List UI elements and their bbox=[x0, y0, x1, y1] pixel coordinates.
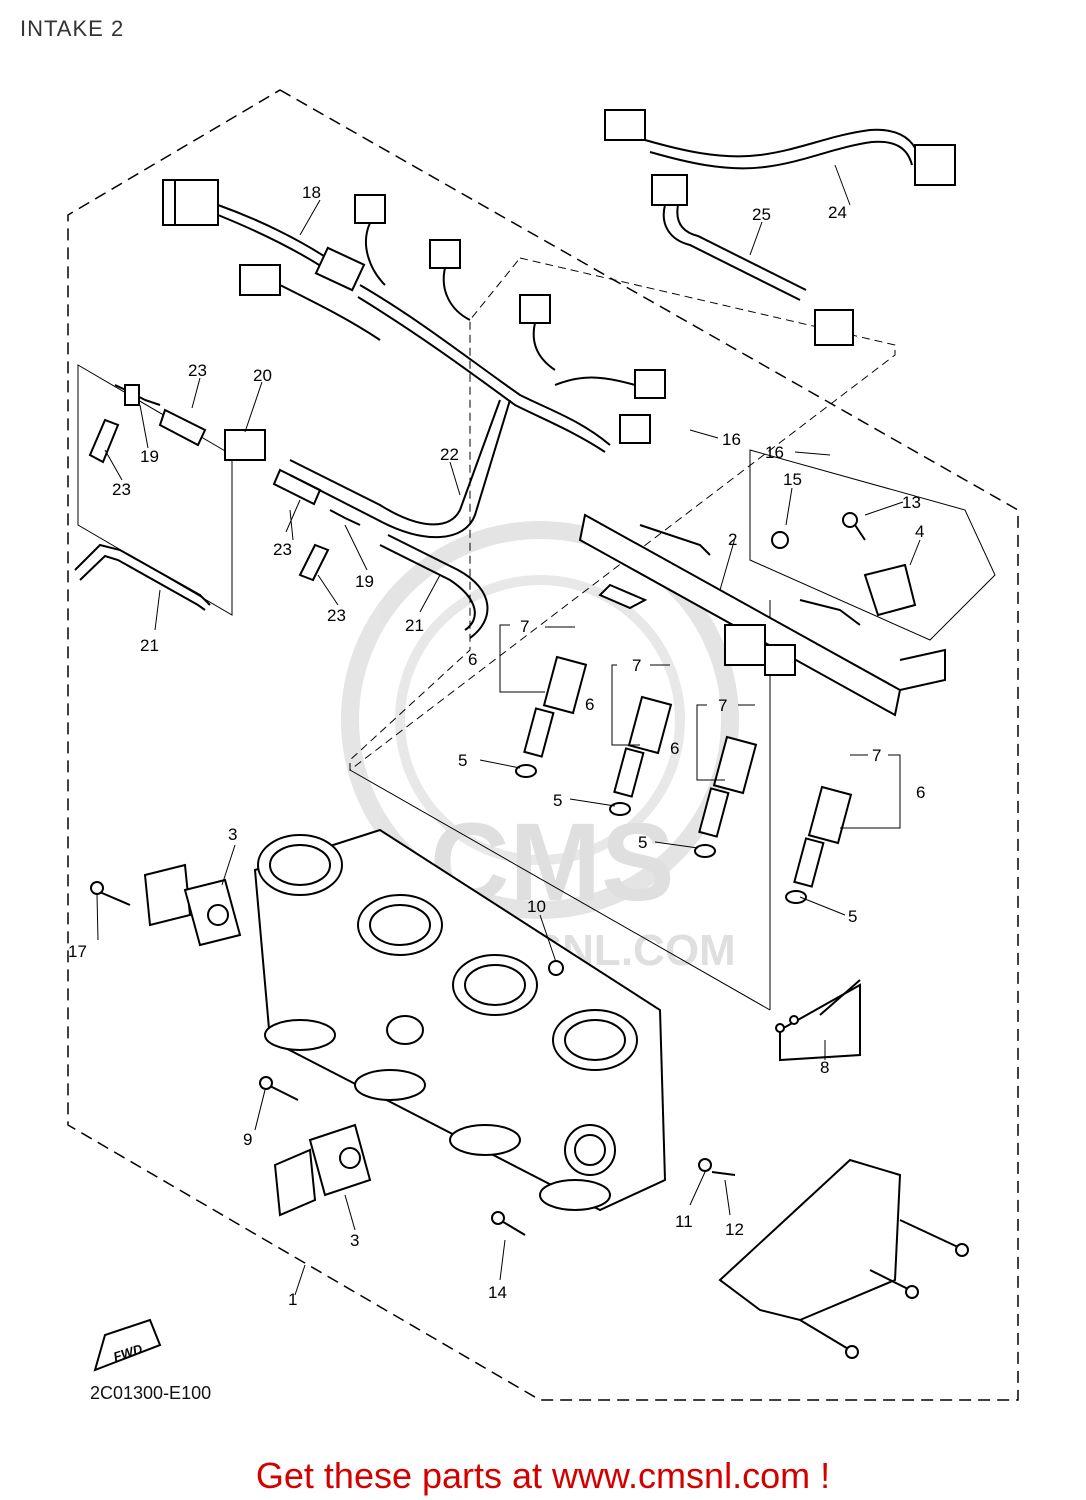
callout-23b: 23 bbox=[112, 480, 131, 499]
callout-20: 20 bbox=[253, 366, 272, 385]
callout-6c: 6 bbox=[670, 739, 679, 758]
page-title: INTAKE 2 bbox=[20, 16, 125, 41]
callout-labels: 1 2 3 3 4 5 5 5 5 6 6 6 6 7 7 7 7 8 9 10… bbox=[68, 183, 925, 1309]
throttle-cover bbox=[718, 1158, 969, 1359]
callout-5c: 5 bbox=[638, 833, 647, 852]
fuel-hose-assembly bbox=[604, 109, 956, 346]
callout-3b: 3 bbox=[350, 1231, 359, 1250]
callout-15: 15 bbox=[783, 470, 802, 489]
callout-5a: 5 bbox=[458, 751, 467, 770]
vacuum-hoses bbox=[74, 384, 511, 639]
sensor-group-box bbox=[749, 449, 996, 641]
callout-5d: 5 bbox=[848, 907, 857, 926]
callout-16b: 16 bbox=[765, 443, 784, 462]
callout-1: 1 bbox=[288, 1290, 297, 1309]
footer-promo-link[interactable]: Get these parts at www.cmsnl.com ! bbox=[255, 1455, 831, 1496]
sensors-and-fasteners bbox=[90, 512, 917, 1236]
callout-6b: 6 bbox=[585, 695, 594, 714]
callout-23c: 23 bbox=[273, 540, 292, 559]
callout-18: 18 bbox=[302, 183, 321, 202]
callout-11: 11 bbox=[675, 1212, 693, 1231]
callout-17: 17 bbox=[68, 942, 87, 961]
callout-8: 8 bbox=[820, 1058, 829, 1077]
callout-23d: 23 bbox=[327, 606, 346, 625]
callout-6d: 6 bbox=[916, 783, 925, 802]
callout-7b: 7 bbox=[632, 656, 641, 675]
callout-2: 2 bbox=[728, 530, 737, 549]
callout-21b: 21 bbox=[405, 616, 424, 635]
throttle-body bbox=[253, 828, 667, 1212]
callout-22: 22 bbox=[440, 445, 459, 464]
callout-10: 10 bbox=[527, 897, 546, 916]
wire-harness bbox=[162, 179, 666, 453]
callout-14: 14 bbox=[488, 1283, 507, 1302]
fuel-rail bbox=[578, 513, 946, 717]
callout-leaders bbox=[96, 164, 921, 1296]
callout-25: 25 bbox=[752, 205, 771, 224]
callout-5b: 5 bbox=[553, 791, 562, 810]
callout-6a: 6 bbox=[468, 650, 477, 669]
callout-19a: 19 bbox=[140, 447, 159, 466]
callout-7a: 7 bbox=[520, 617, 529, 636]
fuel-injectors bbox=[515, 655, 853, 904]
callout-3a: 3 bbox=[228, 825, 237, 844]
callout-19b: 19 bbox=[355, 572, 374, 591]
fwd-arrow-icon: FWD bbox=[93, 1318, 162, 1372]
callout-9: 9 bbox=[243, 1130, 252, 1149]
assembly-boundary bbox=[67, 89, 1019, 1401]
diagram-code: 2C01300-E100 bbox=[90, 1383, 212, 1403]
callout-7c: 7 bbox=[718, 696, 727, 715]
callout-13: 13 bbox=[902, 493, 921, 512]
callout-23a: 23 bbox=[188, 361, 207, 380]
callout-12: 12 bbox=[725, 1220, 744, 1239]
callout-24: 24 bbox=[828, 203, 847, 222]
callout-21a: 21 bbox=[140, 636, 159, 655]
callout-16a: 16 bbox=[722, 430, 741, 449]
callout-4: 4 bbox=[915, 522, 924, 541]
fuel-rail-group-box bbox=[349, 257, 896, 772]
callout-7d: 7 bbox=[872, 746, 881, 765]
